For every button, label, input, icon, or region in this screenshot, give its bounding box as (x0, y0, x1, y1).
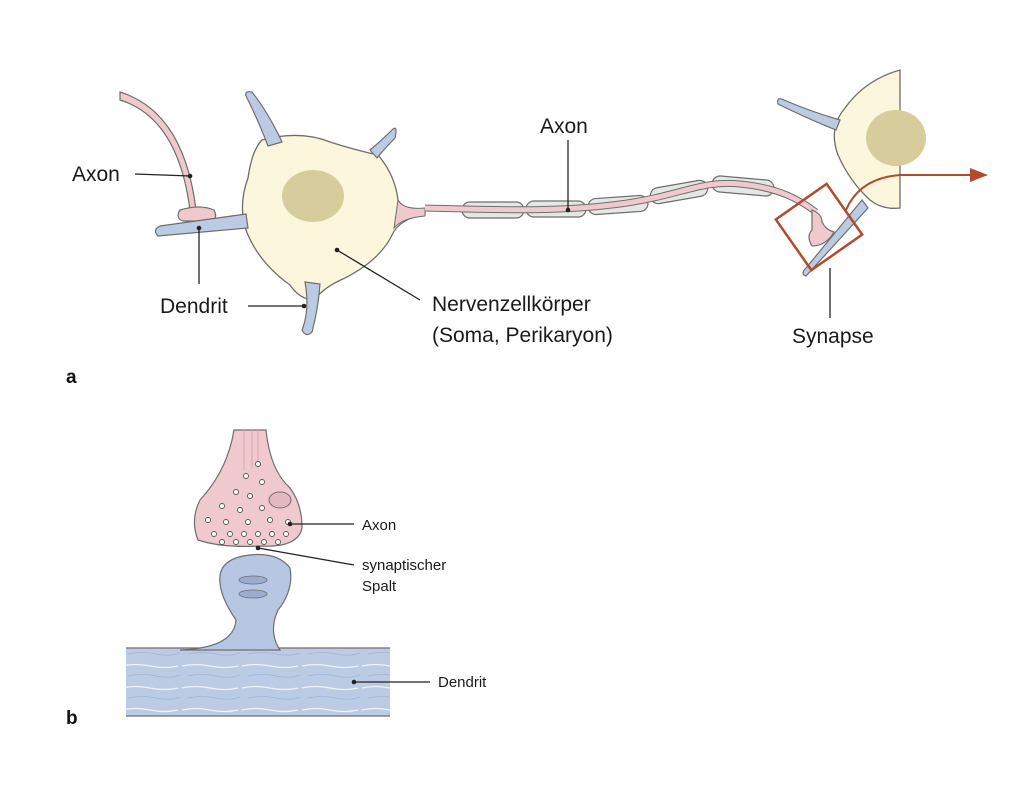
spine-apparatus (238, 575, 268, 585)
dendrite-bottom (301, 281, 321, 336)
target-dendrite-top (777, 98, 841, 131)
label-soma-line2: (Soma, Perikaryon) (432, 324, 613, 347)
dendrite-top (245, 91, 283, 147)
label-axon-top: Axon (540, 115, 588, 138)
mitochondrion (268, 491, 292, 509)
presynaptic-axon (193, 429, 303, 547)
label-soma-line1: Nervenzellkörper (432, 293, 591, 316)
label-axon-left: Axon (72, 163, 120, 186)
incoming-axon-terminal (177, 206, 217, 222)
soma (241, 134, 426, 301)
axon-terminal (808, 209, 835, 247)
synapse-highlight-box (774, 182, 864, 272)
axon-hillock (393, 198, 426, 230)
panel-b-leaders (255, 521, 430, 685)
panel-letter-a: a (66, 367, 77, 388)
panel-letter-b: b (66, 708, 78, 729)
dendrite-left (154, 213, 249, 237)
target-nucleus (866, 110, 926, 166)
panel-a-leaders (134, 140, 831, 318)
dendrite-upper-right (369, 127, 397, 159)
incoming-axon (119, 91, 197, 211)
output-arrow (845, 174, 970, 211)
label-synapse: Synapse (792, 325, 874, 348)
synaptic-vesicles (205, 461, 291, 545)
nucleus (282, 170, 344, 222)
label-dendrit-a: Dendrit (160, 295, 228, 318)
label-axon-b: Axon (362, 517, 396, 534)
panel-a-drawing (119, 69, 988, 336)
label-dendrit-b: Dendrit (438, 674, 487, 691)
label-spalt-line2: Spalt (362, 578, 397, 595)
dendritic-spine (179, 553, 292, 651)
arrowhead (970, 168, 988, 182)
panel-b-drawing (126, 429, 390, 717)
label-spalt-line1: synaptischer (362, 557, 446, 574)
